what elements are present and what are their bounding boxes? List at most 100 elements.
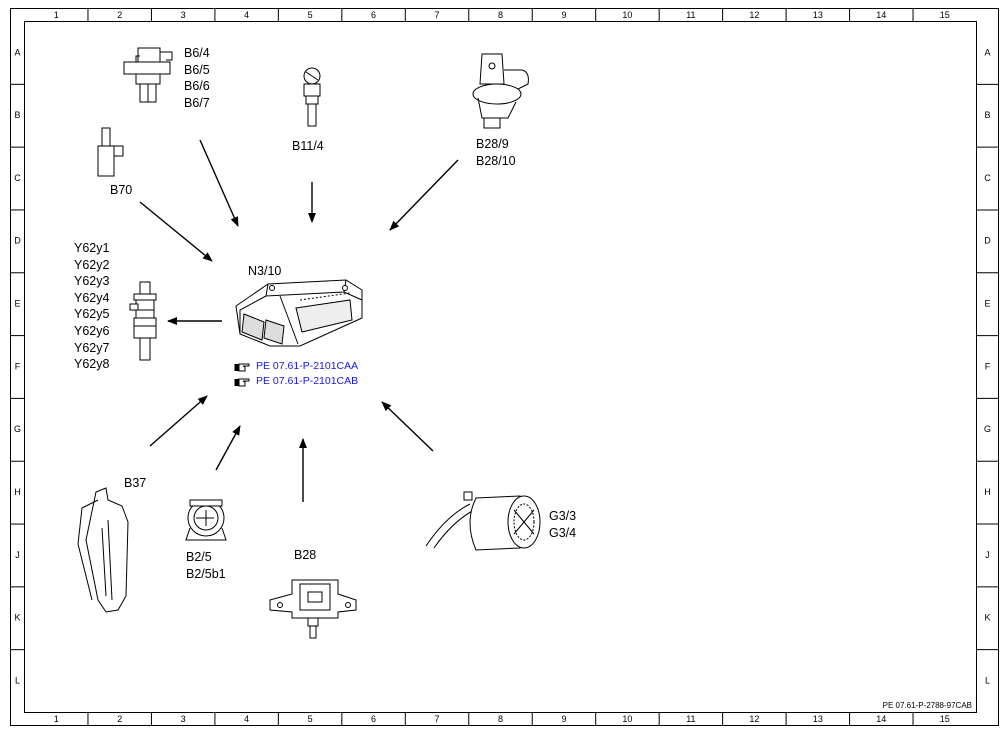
column-number: 11	[686, 10, 695, 20]
row-letter: D	[984, 236, 991, 246]
row-letter: J	[15, 550, 20, 560]
arrow-b28-9	[389, 159, 459, 231]
label-b37: B37	[124, 475, 146, 492]
label-b6-line: B6/7	[184, 95, 210, 110]
column-number: 9	[561, 10, 566, 20]
column-number: 12	[749, 714, 759, 724]
label-y62-line: Y62y5	[74, 307, 110, 322]
column-number: 15	[940, 10, 950, 20]
column-number: 8	[498, 10, 503, 20]
label-b2-line: B2/5	[186, 550, 212, 564]
arrow-g3	[381, 401, 434, 452]
column-number: 13	[813, 10, 823, 20]
column-number: 3	[181, 714, 186, 724]
row-letter: A	[984, 47, 990, 57]
arrow-b6	[199, 139, 239, 227]
label-b6-line: B6/5	[184, 62, 210, 77]
control-unit-n3-10-illustration	[235, 279, 363, 347]
sensor-b11-illustration	[303, 67, 321, 127]
column-number: 12	[749, 10, 759, 20]
label-b28-line: B28	[294, 548, 317, 562]
injector-y62-illustration	[129, 281, 157, 361]
column-number: 4	[244, 10, 249, 20]
label-g3-line: G3/4	[549, 525, 577, 540]
column-number: 2	[117, 10, 122, 20]
column-number: 14	[876, 10, 886, 20]
column-number: 9	[561, 714, 566, 724]
row-letter: K	[984, 613, 990, 623]
column-number: 3	[181, 10, 186, 20]
row-letter: C	[14, 173, 21, 183]
column-number: 5	[308, 714, 313, 724]
row-letter: H	[14, 487, 21, 497]
column-number: 11	[686, 714, 695, 724]
column-number: 6	[371, 714, 376, 724]
label-b37-line: B37	[124, 476, 147, 490]
sensor-b2-illustration	[185, 499, 227, 541]
label-b28-9-line: B28/10	[476, 153, 516, 168]
label-b70-line: B70	[110, 183, 133, 197]
label-y62-line: Y62y7	[74, 340, 110, 355]
label-y62-line: Y62y1	[74, 241, 110, 255]
label-b28-9-line: B28/9	[476, 137, 509, 151]
row-letter: G	[984, 424, 991, 434]
row-letter: F	[15, 361, 21, 371]
row-letter: E	[14, 299, 20, 309]
reference-link-text[interactable]: PE 07.61-P-2101CAB	[256, 375, 359, 387]
column-number: 1	[54, 10, 59, 20]
label-y62-line: Y62y4	[74, 290, 110, 305]
sensor-b28-9-illustration	[472, 53, 529, 129]
grid-ticks	[10, 8, 999, 726]
row-letter: G	[14, 424, 21, 434]
label-b11-line: B11/4	[292, 139, 324, 153]
label-y62-line: Y62y8	[74, 357, 110, 372]
column-number: 14	[876, 714, 886, 724]
reference-links: PE 07.61-P-2101CAA PE 07.61-P-2101CAB	[234, 359, 358, 389]
column-number: 8	[498, 714, 503, 724]
row-letter: K	[14, 613, 20, 623]
label-b6: B6/4 B6/5 B6/6 B6/7	[184, 45, 210, 111]
reference-link-text[interactable]: PE 07.61-P-2101CAA	[256, 360, 359, 372]
sensor-b70-illustration	[97, 127, 124, 177]
row-letter: F	[985, 361, 991, 371]
column-number: 7	[435, 10, 440, 20]
column-number: 6	[371, 10, 376, 20]
pedal-b37-illustration	[77, 487, 129, 613]
arrow-b37	[149, 395, 208, 447]
label-b6-line: B6/6	[184, 79, 210, 94]
outer-border	[10, 8, 999, 726]
label-n3-10: N3/10	[248, 263, 281, 280]
column-number: 13	[813, 714, 823, 724]
column-number: 10	[622, 10, 632, 20]
pointing-hand-icon	[234, 378, 250, 386]
column-number: 15	[940, 714, 950, 724]
label-b2: B2/5 B2/5b1	[186, 549, 226, 582]
sensor-b6-illustration	[123, 47, 173, 103]
reference-link[interactable]: PE 07.61-P-2101CAB	[234, 374, 358, 389]
label-g3: G3/3 G3/4	[549, 508, 576, 541]
column-number: 5	[308, 10, 313, 20]
row-letter: H	[984, 487, 991, 497]
row-letter: E	[984, 299, 990, 309]
pointing-hand-icon	[234, 363, 250, 371]
row-letter: D	[14, 236, 21, 246]
inner-border	[24, 21, 977, 713]
row-letter: J	[985, 550, 990, 560]
column-number: 10	[622, 714, 632, 724]
label-b70: B70	[110, 182, 132, 199]
document-id: PE 07.61-P-2788-97CAB	[882, 701, 972, 710]
label-b11: B11/4	[292, 138, 324, 155]
label-g3-line: G3/3	[549, 509, 577, 523]
label-y62-line: Y62y6	[74, 323, 110, 338]
row-letter: L	[985, 675, 990, 685]
reference-link[interactable]: PE 07.61-P-2101CAA	[234, 359, 358, 374]
row-letter: L	[15, 675, 20, 685]
column-number: 7	[435, 714, 440, 724]
arrows	[139, 139, 459, 502]
column-number: 1	[54, 714, 59, 724]
row-letter: B	[14, 110, 20, 120]
sensor-b28-illustration	[269, 579, 357, 639]
column-number: 2	[117, 714, 122, 724]
label-b28: B28	[294, 547, 316, 564]
